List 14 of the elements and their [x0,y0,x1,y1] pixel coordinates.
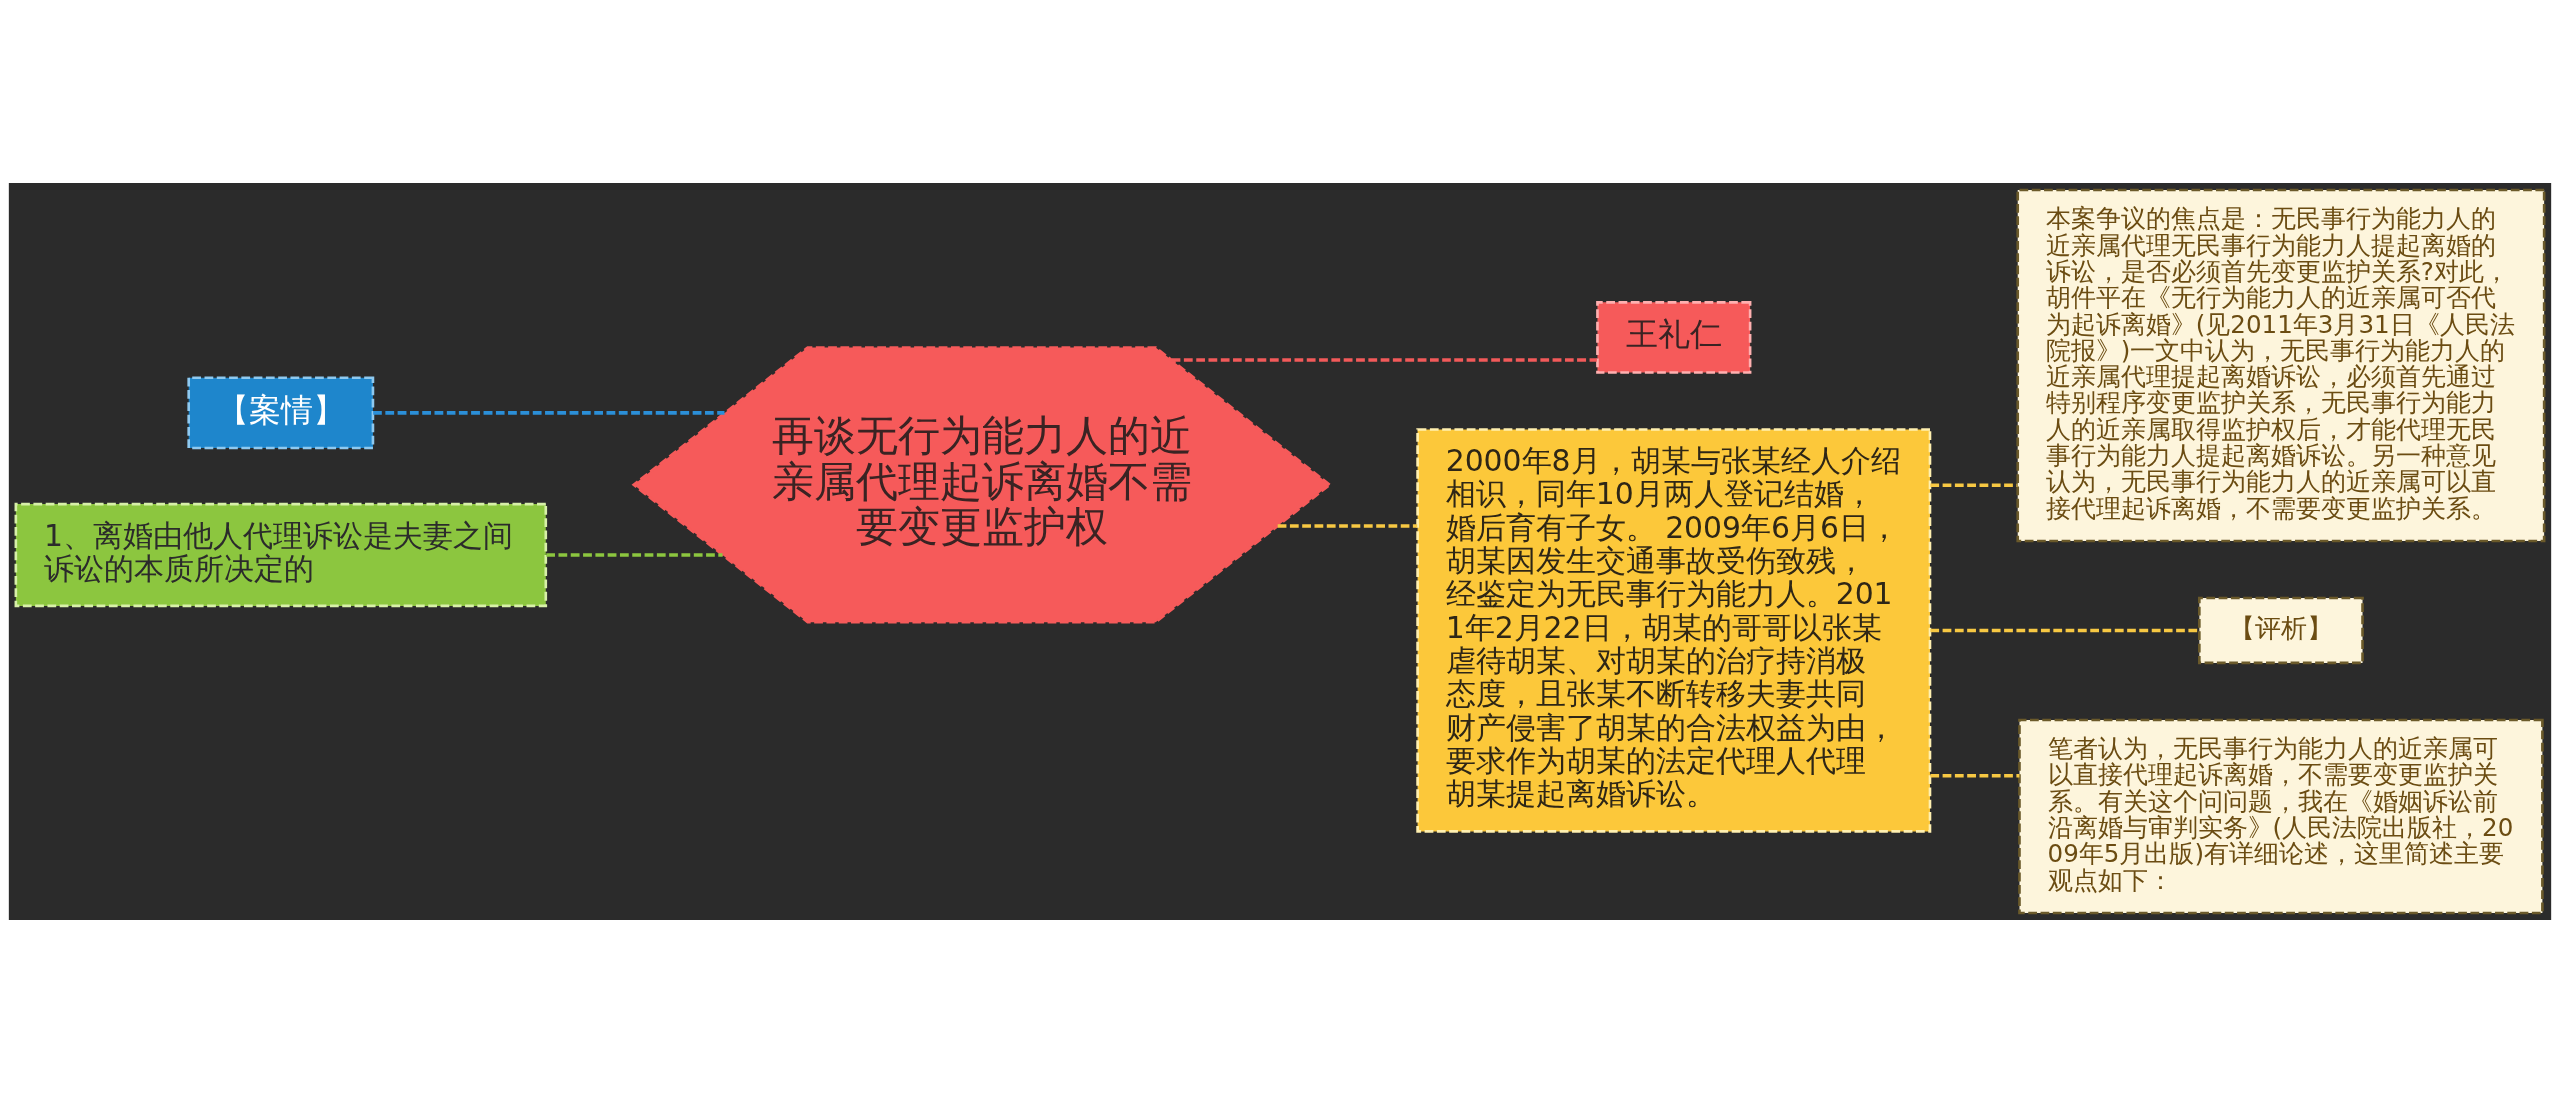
node-box: 1、离婚由他人代理诉讼是夫妻之间诉讼的本质所决定的 [14,502,548,608]
node-box: 笔者认为，无民事行为能力人的近亲属可以直接代理起诉离婚，不需要变更监护关系。有关这个问问题，我在《婚姻诉讼前沿离婚与审判实务》(人民法院出版社，2009年5月出版)有详细论述，这里简述主要观点如下： [2018,718,2544,915]
node-box: 王礼仁 [1596,301,1752,374]
connector [1277,524,1418,528]
node-box: 本案争议的焦点是：无民事行为能力人的近亲属代理无民事行为能力人提起离婚的诉讼，是否必须首先变更监护关系?对此，胡件平在《无行为能力人的近亲属可否代为起诉离婚》(见2011年3月31日《人民法院报》)一文中认为，无民事行为能力人的近亲属代理提起离婚诉讼，必须首先通过特别程序变更监护关系，无民事行为能力人的近亲属取得监护权后，才能代理无民事行为能力人提起离婚诉讼。另一种意见认为，无民事行为能力人的近亲属可以直接代理起诉离婚，不需要变更监护关系。 [2016,188,2546,543]
connector [1930,483,2018,487]
node-box: 2000年8月，胡某与张某经人介绍相识，同年10月两人登记结婚，婚后育有子女。 2009年6月6日，胡某因发生交通事故受伤致残，经鉴定为无民事行为能力人。2011年2月22日，胡某的哥哥以张某虐待胡某、对胡某的治疗持消极态度，且张某不断转移夫妻共同财产侵害了胡某的合法权益为由，要求作为胡某的法定代理人代理胡某提起离婚诉讼。 [1416,428,1932,833]
node-box: 【案情】 [187,376,375,450]
connector [1930,773,2020,778]
node-box: 【评析】 [2198,596,2364,665]
connector [546,553,723,557]
connector [1930,628,2199,633]
connector [1171,358,1597,362]
connector [373,411,725,415]
